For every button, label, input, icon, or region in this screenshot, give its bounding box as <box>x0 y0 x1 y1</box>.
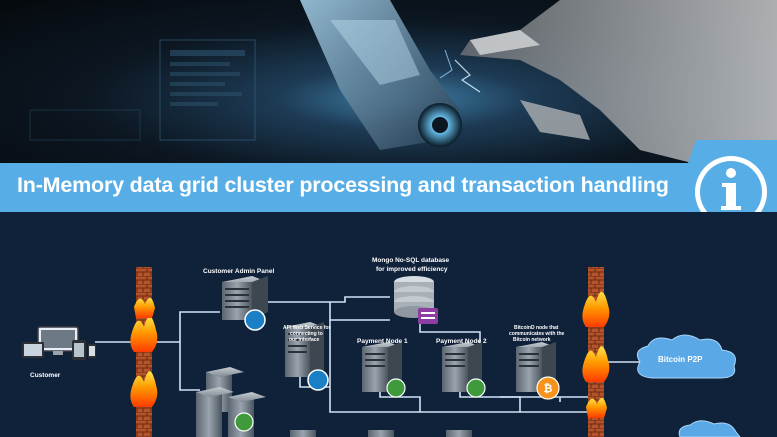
api-server-icon <box>285 322 329 391</box>
customer-label: Customer <box>30 372 61 379</box>
bitcoind-label-line2: communicates with the <box>509 331 565 337</box>
bitcoind-label-line1: BitcoinD node that <box>514 325 559 331</box>
api-label-line1: API Web Service for <box>283 325 331 331</box>
payment-node-1-label: Payment Node 1 <box>357 338 408 345</box>
api-label-line3: our interface <box>289 337 320 343</box>
page-title: In-Memory data grid cluster processing a… <box>17 173 669 197</box>
admin-panel-label: Customer Admin Panel <box>203 268 275 275</box>
robot-hand-illustration <box>29 0 777 165</box>
bitcoin-p2p-label: Bitcoin P2P <box>658 355 703 364</box>
www-globe-icon <box>307 369 329 391</box>
cloud-icon-2 <box>678 420 741 437</box>
payment-node-2-label: Payment Node 2 <box>436 338 487 345</box>
firewall-icon-left <box>130 267 158 437</box>
payment-node-1-server-icon <box>362 342 406 398</box>
bitcoind-label-line3: Bitcoin network <box>513 337 551 343</box>
cloud-icon <box>636 334 736 379</box>
www-globe-icon <box>244 309 266 331</box>
bottom-servers-icon <box>290 430 472 437</box>
firewall-icon-right <box>582 267 610 437</box>
bitcoind-server-icon: ₿ <box>516 342 560 400</box>
hero-image <box>0 0 777 165</box>
diagram-graphics: ₿ <box>22 267 741 437</box>
database-icon <box>394 276 438 324</box>
payment-node-2-server-icon <box>442 342 486 398</box>
api-label-line2: connecting to <box>290 331 323 337</box>
svg-text:₿: ₿ <box>544 383 553 395</box>
admin-panel-server-icon <box>222 276 268 331</box>
mongo-label-line2: for improved efficiency <box>376 266 448 273</box>
bitcoin-icon <box>536 376 560 400</box>
network-diagram: ₿ Customer Customer Admin Panel Mongo No… <box>0 212 777 437</box>
customer-devices-icon <box>22 326 96 360</box>
cluster-servers-icon <box>196 367 266 437</box>
mongo-label-line1: Mongo No-SQL database <box>372 257 450 264</box>
title-banner: In-Memory data grid cluster processing a… <box>0 163 690 212</box>
